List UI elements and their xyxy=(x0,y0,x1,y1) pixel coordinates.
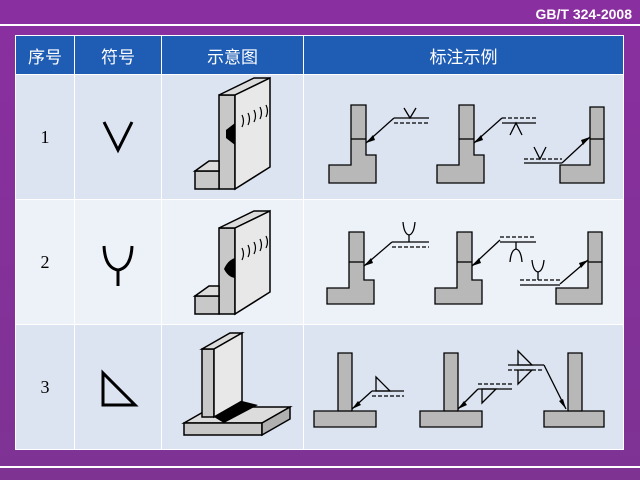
symbol-cell xyxy=(74,324,162,450)
example-a xyxy=(313,352,404,428)
top-divider xyxy=(0,24,640,26)
header-row: 序号 符号 示意图 标注示例 xyxy=(15,35,624,75)
y-groove-weld-symbol-icon xyxy=(102,245,134,286)
row-index: 1 xyxy=(15,74,75,200)
bottom-divider xyxy=(0,466,640,468)
fillet-weld-symbol-icon xyxy=(101,369,139,407)
fillet-joint-diagram xyxy=(181,331,293,437)
table-row: 2 xyxy=(15,199,624,325)
v-groove-joint-diagram xyxy=(192,76,271,191)
example-b xyxy=(436,104,536,184)
header-examples: 标注示例 xyxy=(303,35,624,75)
v-groove-weld-symbol-icon xyxy=(102,121,134,154)
y-groove-joint-diagram xyxy=(192,209,271,316)
row-index: 2 xyxy=(15,199,75,325)
table-row: 1 xyxy=(15,74,624,200)
examples-cell xyxy=(303,199,624,325)
example-c xyxy=(508,349,605,428)
examples-cell xyxy=(303,324,624,450)
example-c xyxy=(520,231,603,305)
diagram-cell xyxy=(161,199,304,325)
symbol-cell xyxy=(74,74,162,200)
v-groove-annotation-examples xyxy=(328,104,605,184)
example-a xyxy=(328,104,429,184)
y-groove-annotation-examples xyxy=(326,221,603,305)
table-row: 3 xyxy=(15,324,624,450)
example-b xyxy=(419,352,512,428)
example-a xyxy=(326,221,429,305)
header-symbol: 符号 xyxy=(74,35,162,75)
weld-symbol-table: 序号 符号 示意图 标注示例 1 xyxy=(15,35,624,450)
diagram-cell xyxy=(161,74,304,200)
symbol-cell xyxy=(74,199,162,325)
fillet-annotation-examples xyxy=(313,349,605,428)
header-index: 序号 xyxy=(15,35,75,75)
header-diagram: 示意图 xyxy=(161,35,304,75)
row-index: 3 xyxy=(15,324,75,450)
example-c xyxy=(524,106,605,184)
diagram-cell xyxy=(161,324,304,450)
standard-label: GB/T 324-2008 xyxy=(535,6,633,22)
examples-cell xyxy=(303,74,624,200)
example-b xyxy=(434,231,536,305)
